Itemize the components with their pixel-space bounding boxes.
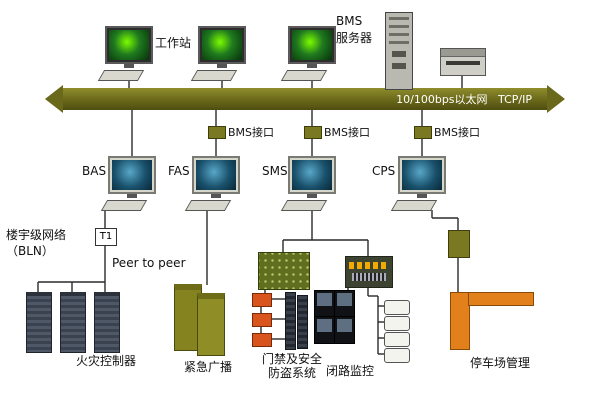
fas-pc [184,156,240,211]
label-bln-2: （BLN） [6,244,54,258]
emergency-broadcast-cabinet-2 [197,293,225,356]
alarm-box-3 [252,333,272,347]
keyboard-icon [190,70,238,81]
keyboard-icon [100,200,148,211]
fire-controller-tower-1 [26,292,52,353]
monitor-icon [288,156,336,194]
alarm-box-2 [252,313,272,327]
cctv-monitor-1 [314,290,335,318]
parking-barrier-arm [468,292,534,306]
monitor-icon [288,26,336,64]
alarm-box-1 [252,293,272,307]
fire-controller-tower-3 [94,292,120,353]
backbone-left-arrow-icon [45,85,63,113]
camera-unit-1 [384,300,410,315]
monitor-icon [105,26,153,64]
label-sms: SMS [262,164,288,178]
label-bms-server-1: BMS [336,14,363,28]
t1-box: T1 [95,228,117,246]
label-parking: 停车场管理 [469,356,530,370]
camera-unit-4 [384,348,410,363]
monitor-icon [192,156,240,194]
cctv-switcher [345,256,393,288]
fire-controller-tower-2 [60,292,86,353]
label-access-1: 门禁及安全 [261,352,322,366]
ethernet-backbone: 10/100bps以太网 TCP/IP [45,85,565,113]
label-bms-server-2: 服务器 [336,31,373,45]
label-cps: CPS [372,164,396,178]
label-access-2: 防盗系统 [267,366,316,380]
keyboard-icon [184,200,232,211]
backbone-label: 10/100bps以太网 TCP/IP [396,93,532,106]
workstation-pc-1 [97,26,153,81]
keyboard-icon [280,200,328,211]
parking-barrier-post [450,292,470,350]
monitor-icon [108,156,156,194]
label-bms-interface-2: BMS接口 [324,126,371,139]
camera-unit-3 [384,332,410,347]
sms-pc [280,156,336,211]
label-fire-controller: 火灾控制器 [75,354,136,368]
cctv-monitor-3 [314,316,335,344]
label-peer-to-peer: Peer to peer [112,256,186,270]
bms-interface-connector-1 [208,126,226,139]
workstation-pc-2 [190,26,246,81]
cctv-monitor-2 [334,290,355,318]
bms-interface-connector-3 [414,126,432,139]
keyboard-icon [390,200,438,211]
bas-pc [100,156,156,211]
card-reader-1 [285,292,296,350]
access-control-panel [258,252,310,290]
label-cctv: 闭路监控 [325,364,374,378]
parking-interface-box [448,230,470,258]
bms-server-tower [385,12,413,90]
keyboard-icon [280,70,328,81]
card-reader-2 [297,295,308,349]
cctv-monitor-4 [334,316,355,344]
printer-icon [440,48,486,76]
label-bln-1: 楼宇级网络 [6,228,67,242]
label-emergency-broadcast: 紧急广播 [183,360,232,374]
label-fas: FAS [168,164,190,178]
bms-interface-connector-2 [304,126,322,139]
workstation-pc-3 [280,26,336,81]
label-bms-interface-1: BMS接口 [228,126,275,139]
cps-pc [390,156,446,211]
backbone-right-arrow-icon [547,85,565,113]
monitor-icon [198,26,246,64]
label-bas: BAS [82,164,107,178]
label-workstation: 工作站 [155,36,192,50]
monitor-icon [398,156,446,194]
camera-unit-2 [384,316,410,331]
keyboard-icon [97,70,145,81]
label-bms-interface-3: BMS接口 [434,126,481,139]
